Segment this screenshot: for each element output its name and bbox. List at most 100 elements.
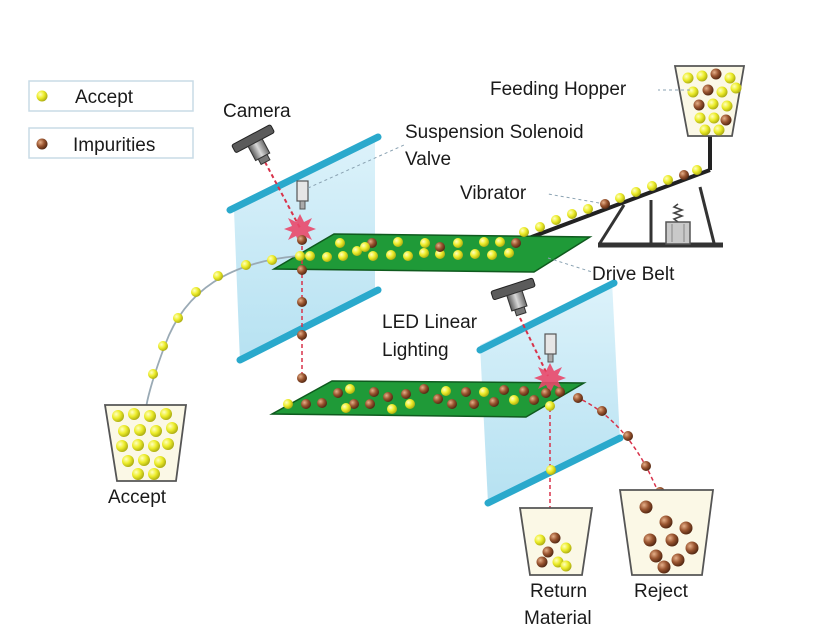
reject-bin — [618, 489, 715, 576]
vibrator-label: Vibrator — [460, 183, 527, 204]
impurity-grain — [401, 389, 411, 399]
return-label: Return — [530, 581, 587, 602]
impurity-grain — [519, 386, 529, 396]
impurity-grain — [297, 265, 307, 275]
accept-grain — [322, 252, 332, 262]
impurity-grain — [685, 541, 699, 555]
impurity-grain — [702, 84, 714, 96]
impurity-grain — [297, 330, 307, 340]
upper-solenoid-valve-icon — [296, 180, 309, 210]
impurity-grain — [317, 398, 327, 408]
impurity-grain — [639, 500, 653, 514]
accept-grain — [403, 251, 413, 261]
accept-grain — [504, 248, 514, 258]
accept-grain — [721, 100, 733, 112]
reject-bin-label: Reject — [634, 581, 689, 602]
lower-lamp-bar-top — [476, 279, 618, 354]
impurity-grain — [489, 397, 499, 407]
impurity-grain — [297, 235, 307, 245]
impurity-grain — [333, 388, 343, 398]
accept-grain — [173, 313, 183, 323]
accept-grain — [116, 440, 128, 452]
accept-grain — [368, 251, 378, 261]
impurity-grain — [383, 392, 393, 402]
accept-grain — [335, 238, 345, 248]
material-label: Material — [524, 608, 592, 627]
accept-grain — [420, 238, 430, 248]
lower-air-burst-icon — [534, 363, 566, 393]
impurity-grain — [720, 114, 732, 126]
accept-grain — [551, 215, 561, 225]
impurity-grain — [710, 68, 722, 80]
legend-accept-label: Accept — [75, 87, 134, 108]
accept-grain — [138, 454, 150, 466]
camera-laser-upper — [264, 161, 301, 229]
accept-grain — [166, 422, 178, 434]
accept-grain — [724, 72, 736, 84]
accept-grain — [509, 395, 519, 405]
vibrator-assembly — [512, 134, 723, 248]
accept-grain — [441, 386, 451, 396]
accept-grain — [453, 250, 463, 260]
accept-grain — [148, 440, 160, 452]
impurity-grain — [499, 385, 509, 395]
accept-grain — [435, 249, 445, 259]
accept-grain — [682, 72, 694, 84]
accept-grain — [150, 425, 162, 437]
accept-grain — [694, 112, 706, 124]
accept-grain — [479, 237, 489, 247]
impurity-grain — [435, 242, 445, 252]
impurity-grain — [469, 399, 479, 409]
legend-impurities-label: Impurities — [73, 135, 155, 156]
accept-grain — [134, 424, 146, 436]
accept-grain — [663, 175, 673, 185]
feeding-hopper — [673, 65, 746, 137]
accept-grain — [470, 249, 480, 259]
impurity-grain — [433, 394, 443, 404]
accept-grain — [534, 534, 546, 546]
impurity-grain — [447, 399, 457, 409]
impurity-grain — [297, 373, 307, 383]
legend-accept-box — [28, 80, 194, 112]
accept-grain — [583, 204, 593, 214]
impurity-grain — [541, 388, 551, 398]
impurity-grain — [536, 556, 548, 568]
accept-bin — [103, 404, 188, 482]
accept-grain — [495, 237, 505, 247]
accept-grain — [132, 468, 144, 480]
impurity-grain — [419, 384, 429, 394]
camera-laser-lower — [519, 317, 549, 377]
impurity-grain — [657, 560, 671, 574]
impurity-grain — [511, 238, 521, 248]
accept-grain — [692, 165, 702, 175]
accept-grain — [730, 82, 742, 94]
camera-label: Camera — [223, 101, 291, 122]
impurity-grain — [679, 521, 693, 535]
accept-grain — [283, 399, 293, 409]
accept-grain — [631, 187, 641, 197]
accept-grain — [386, 250, 396, 260]
led-linear-label: LED Linear — [382, 312, 478, 333]
accept-grain — [154, 456, 166, 468]
accept-grain — [341, 403, 351, 413]
valve-label: Valve — [405, 149, 451, 170]
impurity-grain — [365, 399, 375, 409]
impurity-grain — [349, 399, 359, 409]
accept-grain — [148, 369, 158, 379]
accept-grain — [708, 112, 720, 124]
impurity-grain — [679, 170, 689, 180]
upper-lamp-bar-bottom — [236, 286, 382, 364]
accept-grain — [716, 86, 728, 98]
accept-grain — [118, 425, 130, 437]
accept-grain — [305, 251, 315, 261]
accept-grain — [352, 246, 362, 256]
accept-grain — [122, 455, 134, 467]
accept-trajectory — [145, 255, 299, 411]
accept-grain — [545, 401, 555, 411]
return-material-bin — [518, 507, 594, 576]
impurity-grain — [461, 387, 471, 397]
accept-grain — [453, 238, 463, 248]
accept-grain — [191, 287, 201, 297]
